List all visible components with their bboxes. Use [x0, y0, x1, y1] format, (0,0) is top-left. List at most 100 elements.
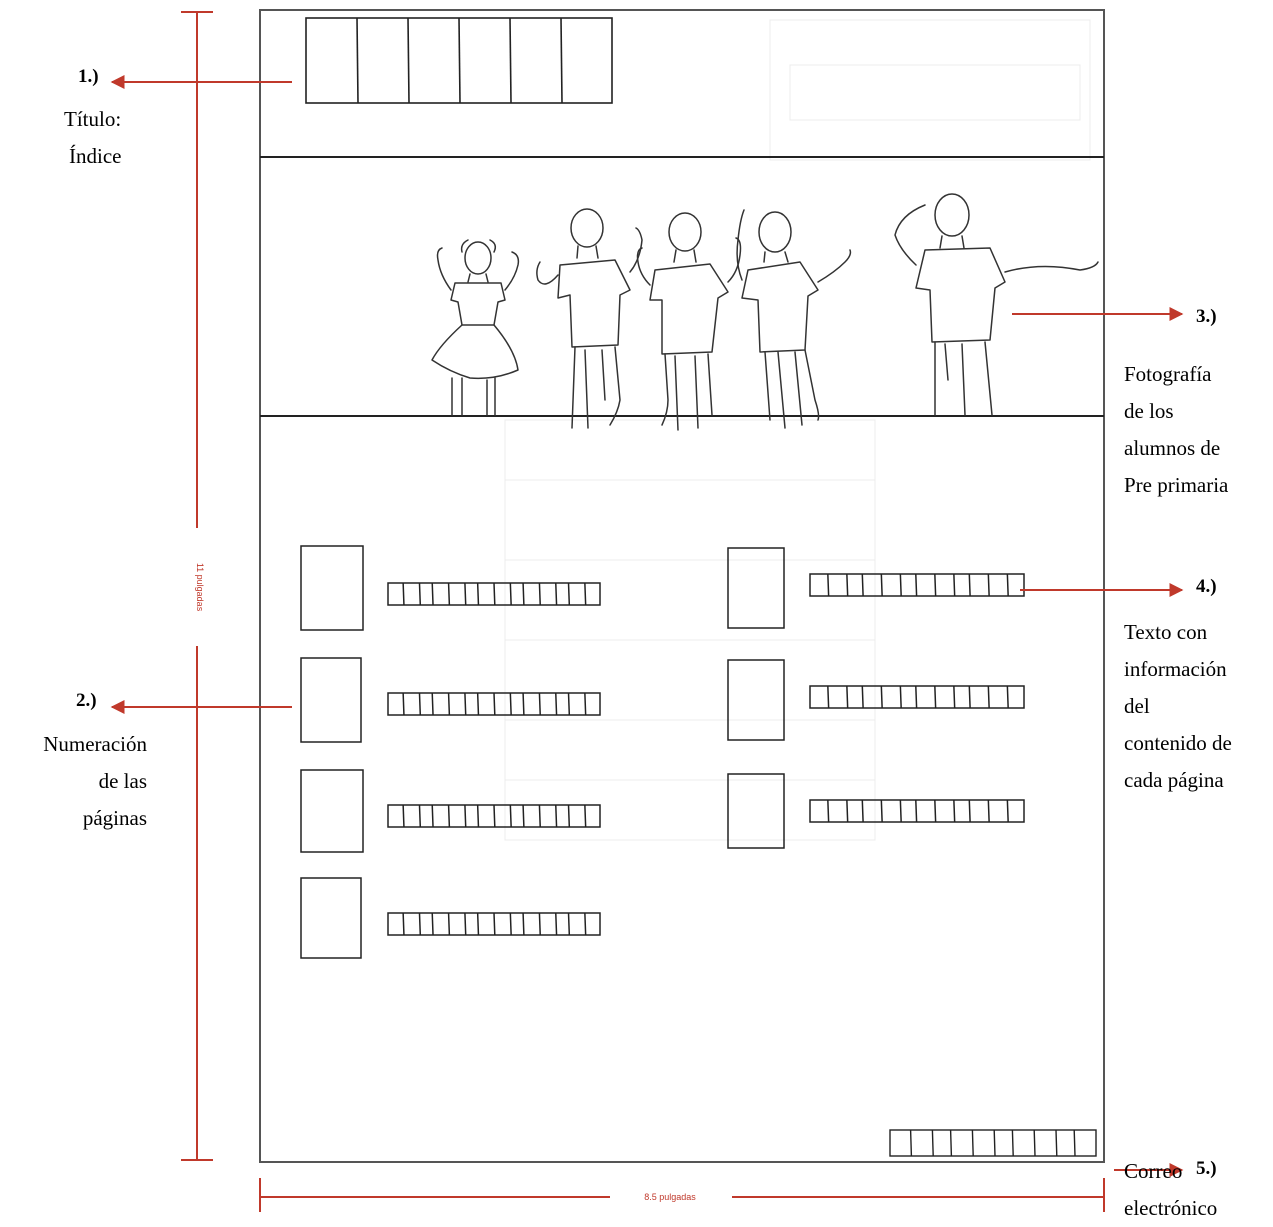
email-text-bar	[889, 1129, 1097, 1157]
text-bar-divider	[522, 912, 525, 936]
text-bar-divider	[584, 804, 587, 828]
text-bar-divider	[476, 804, 480, 828]
text-bar-divider	[1006, 573, 1009, 597]
text-bar-divider	[418, 804, 422, 828]
annotation-2-text: Numeración de las páginas	[10, 726, 147, 837]
text-bar-divider	[915, 685, 918, 709]
student-figure	[894, 193, 1099, 416]
email-text-bar-outline	[889, 1129, 1097, 1157]
entry-text-bar	[809, 685, 1025, 709]
text-bar-divider	[431, 692, 434, 716]
text-bar-divider	[1011, 1129, 1014, 1157]
text-bar-divider	[584, 912, 587, 936]
text-bar-divider	[538, 692, 541, 716]
text-bar-divider	[1006, 685, 1009, 709]
annotation-3-line: Pre primaria	[1124, 473, 1229, 497]
text-bar-divider	[402, 912, 405, 936]
annotation-3-line: Fotografía	[1124, 362, 1212, 386]
height-dimension-label: 11 pulgadas	[195, 563, 205, 612]
text-bar-divider	[880, 799, 883, 823]
text-bar-divider	[447, 804, 451, 828]
text-bar-divider	[1033, 1129, 1036, 1157]
annotation-1-text: Título: Índice	[64, 101, 121, 175]
title-boxes	[305, 17, 613, 104]
text-bar-divider	[1055, 1129, 1058, 1157]
text-bar-divider	[538, 804, 541, 828]
text-bar-divider	[447, 582, 451, 606]
text-bar-divider	[971, 1129, 974, 1157]
text-bar-outline	[809, 799, 1025, 823]
annotation-2-number: 2.)	[76, 690, 97, 711]
text-bar-divider	[968, 799, 971, 823]
text-bar-outline	[889, 1129, 1097, 1157]
text-bar-divider	[493, 912, 496, 936]
text-bar-divider	[880, 573, 883, 597]
text-bar-divider	[846, 573, 849, 597]
annotation-5-number: 5.)	[1196, 1158, 1217, 1179]
text-bar-divider	[555, 804, 558, 828]
student-figure	[736, 209, 852, 429]
photo-figures	[431, 193, 1099, 431]
page-number-box	[300, 657, 362, 743]
text-bar-divider	[827, 685, 830, 709]
text-bar-divider	[538, 582, 541, 606]
text-bar-divider	[949, 1129, 953, 1157]
text-bar-divider	[953, 685, 956, 709]
annotation-4-text: Texto con información del contenido de c…	[1124, 614, 1232, 799]
entry-text-bar	[809, 799, 1025, 823]
page-frame	[259, 9, 1105, 1163]
annotation-3-number: 3.)	[1196, 306, 1217, 327]
annotation-2-line: de las	[98, 769, 147, 793]
annotation-5-line: electrónico	[1124, 1196, 1218, 1220]
annotation-1-line: Índice	[69, 144, 122, 168]
text-bar-divider	[555, 912, 558, 936]
text-bar-divider	[909, 1129, 913, 1157]
text-bar-divider	[418, 582, 422, 606]
annotation-4-line: cada página	[1124, 768, 1224, 792]
text-bar-divider	[968, 685, 971, 709]
text-bar-divider	[431, 804, 434, 828]
text-bar-divider	[934, 685, 937, 709]
height-dimension	[181, 11, 213, 1161]
title-box-divider	[509, 17, 512, 104]
text-bar-divider	[493, 804, 496, 828]
text-bar-divider	[447, 692, 451, 716]
text-bar-divider	[493, 692, 496, 716]
title-box-divider	[407, 17, 410, 104]
text-bar-divider	[538, 912, 541, 936]
text-bar-divider	[402, 582, 405, 606]
entry-text-bar	[809, 573, 1025, 597]
text-bar-divider	[993, 1129, 996, 1157]
annotation-1-number: 1.)	[78, 66, 99, 87]
student-figure	[536, 208, 643, 429]
text-bar-divider	[402, 804, 405, 828]
text-bar-divider	[476, 692, 480, 716]
page-number-box	[300, 545, 364, 631]
student-figure	[636, 212, 742, 431]
page-number-box	[727, 547, 785, 629]
text-bar-divider	[846, 685, 849, 709]
text-bar-divider	[464, 804, 467, 828]
annotation-2-line: páginas	[82, 806, 147, 830]
text-bar-divider	[584, 692, 587, 716]
text-bar-divider	[476, 912, 480, 936]
text-bar-divider	[915, 573, 918, 597]
width-dimension-label: 8.5 pulgadas	[644, 1192, 696, 1202]
text-bar-divider	[509, 692, 512, 716]
text-bar-divider	[522, 804, 525, 828]
student-figure	[431, 239, 520, 416]
text-bar-divider	[584, 582, 587, 606]
text-bar-divider	[567, 692, 571, 716]
text-bar-divider	[953, 573, 956, 597]
text-bar-divider	[934, 799, 937, 823]
text-bar-outline	[809, 685, 1025, 709]
text-bar-divider	[555, 692, 558, 716]
text-bar-divider	[899, 799, 902, 823]
annotation-4-line: información	[1124, 657, 1227, 681]
annotation-arrows	[110, 75, 1184, 1177]
text-bar-divider	[934, 573, 937, 597]
text-bar-divider	[447, 912, 451, 936]
annotation-2-line: Numeración	[43, 732, 147, 756]
ghost-background	[504, 19, 1091, 841]
annotation-5-text: Correo electrónico	[1124, 1153, 1217, 1227]
